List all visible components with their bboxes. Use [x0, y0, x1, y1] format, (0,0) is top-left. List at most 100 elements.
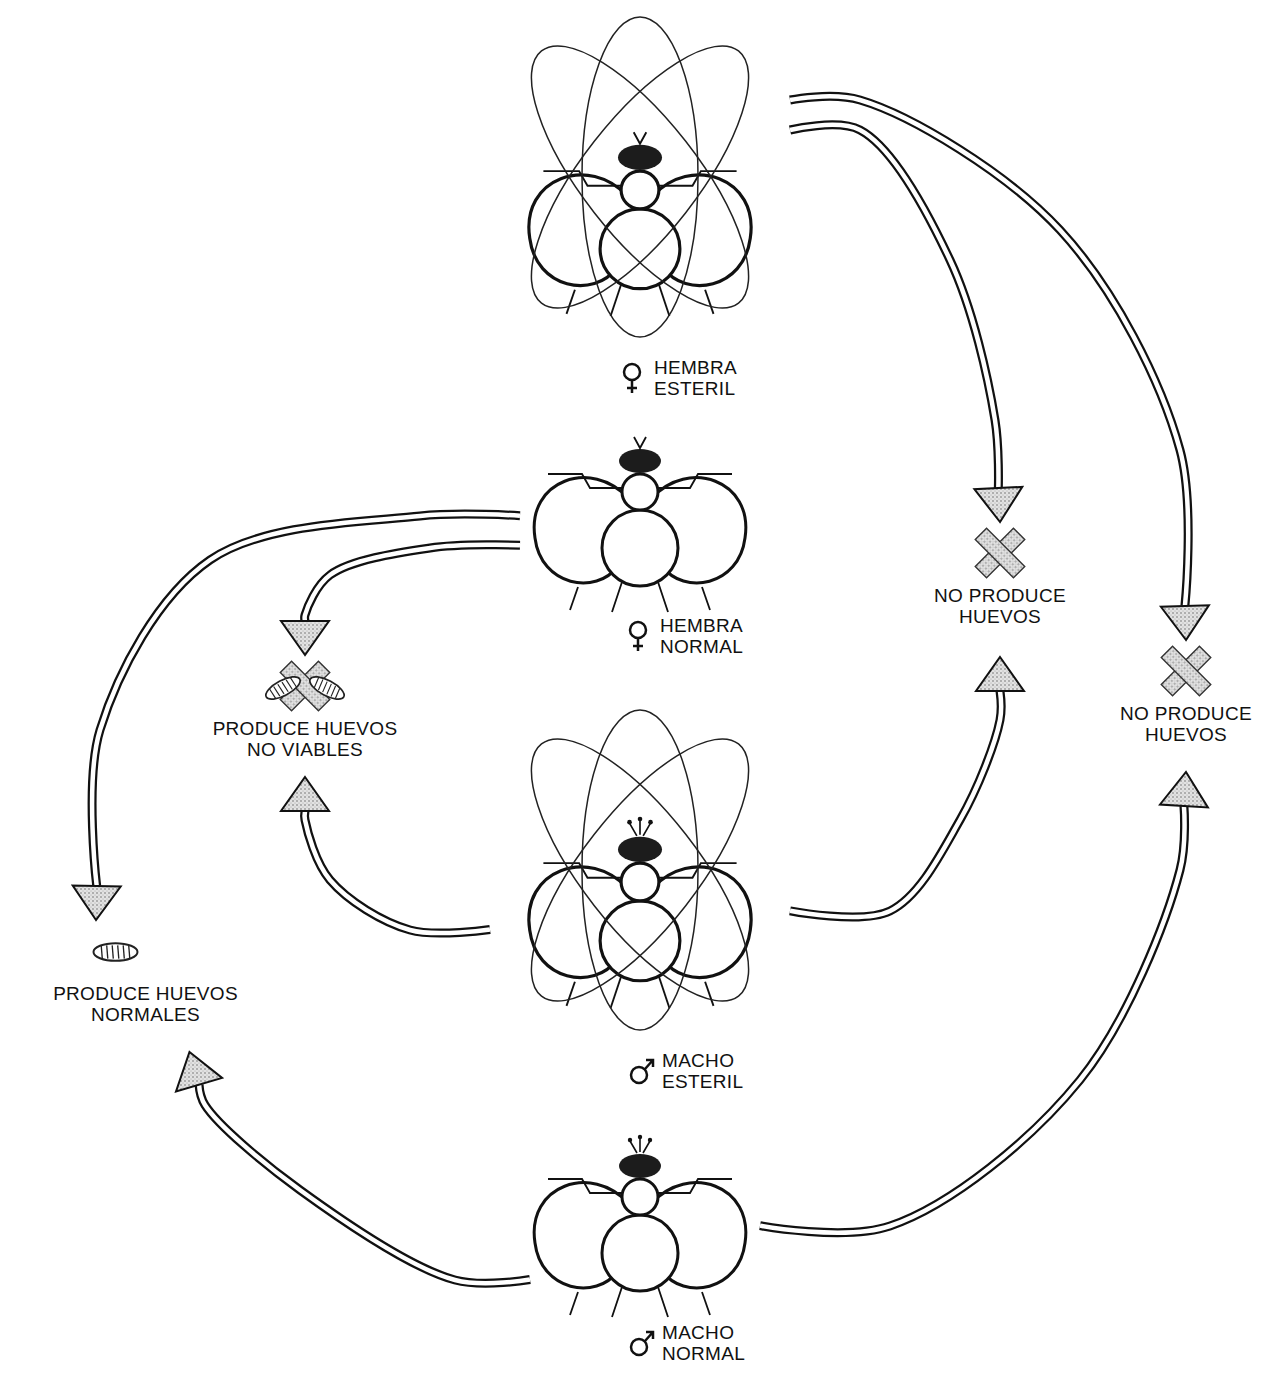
fly-label: HEMBRA NORMAL	[660, 616, 743, 657]
outcome-label: NO PRODUCE HUEVOS	[925, 586, 1075, 627]
larva-segment	[286, 679, 292, 690]
arrow-head	[1160, 772, 1208, 807]
arrow-head	[1161, 605, 1209, 640]
arrow-connector	[790, 125, 1022, 522]
arrow-outline	[305, 811, 490, 933]
arrow-outline	[790, 96, 1188, 606]
label-row: HEMBRA ESTERIL	[620, 358, 736, 399]
arrow-head	[974, 487, 1022, 522]
fly-antenna-tip	[627, 820, 632, 825]
fly-leg	[656, 1179, 732, 1193]
larva-segment	[274, 686, 280, 697]
fly-abdomen	[602, 1215, 678, 1291]
fly-head	[619, 1154, 661, 1178]
male-symbol	[631, 1339, 647, 1355]
outcome-box: PRODUCE HUEVOS NO VIABLES	[170, 655, 440, 777]
fly-leg	[702, 1292, 710, 1315]
fly-leg	[611, 285, 622, 317]
arrow-outline	[790, 125, 998, 488]
cross-mark	[975, 528, 1024, 577]
fly-leg	[658, 1287, 668, 1317]
fly-leg	[657, 171, 737, 186]
arrow-connector	[176, 1052, 530, 1283]
fly-antenna-tip	[648, 820, 653, 825]
arrow-head	[976, 657, 1024, 691]
arrow-core	[199, 1085, 530, 1284]
arrow-connector	[790, 96, 1209, 640]
larva	[94, 943, 138, 961]
fly-thorax	[621, 171, 659, 209]
fly-thorax	[621, 863, 659, 901]
fly-head	[618, 837, 662, 862]
female-symbol	[633, 638, 643, 651]
label-row: HEMBRA NORMAL	[626, 616, 743, 657]
male-symbol	[645, 1332, 653, 1341]
radiation-orbit	[496, 708, 784, 1032]
fly-thorax	[622, 1179, 658, 1215]
fly-figure: MACHO NORMAL	[530, 1135, 760, 1380]
arrow-outline	[790, 691, 1001, 917]
sex-symbol	[626, 620, 654, 654]
fly-antenna	[634, 132, 647, 144]
larva-segment	[330, 686, 336, 697]
arrow-core	[790, 125, 998, 488]
male-symbol	[631, 1067, 647, 1083]
outcome-label: PRODUCE HUEVOS NO VIABLES	[205, 719, 405, 760]
female-symbol	[627, 380, 637, 393]
arrow-core	[305, 811, 490, 933]
arrow-head	[281, 621, 329, 655]
male-symbol	[645, 1060, 653, 1069]
arrow-connector	[281, 777, 490, 933]
fly-abdomen	[600, 209, 680, 289]
fly-leg	[702, 587, 710, 610]
fly-label: MACHO ESTERIL	[662, 1051, 743, 1092]
fly-head	[619, 449, 661, 473]
outcome-box: NO PRODUCE HUEVOS	[1098, 640, 1274, 772]
fly-leg	[656, 474, 732, 488]
larva	[307, 672, 348, 703]
cross-mark	[1161, 646, 1210, 695]
fly-figure: HEMBRA ESTERIL	[490, 10, 790, 410]
fly-leg	[548, 1179, 624, 1193]
fly-leg	[548, 474, 624, 488]
fly-antenna-tip	[638, 817, 643, 822]
larva-segment	[112, 945, 113, 958]
fly-label: MACHO NORMAL	[662, 1323, 745, 1364]
larva-segment	[129, 945, 130, 958]
sex-symbol	[620, 362, 648, 396]
radiation-orbit	[496, 15, 784, 339]
cross-mark	[975, 528, 1024, 577]
fly-abdomen	[600, 901, 680, 981]
sex-symbol	[628, 1327, 656, 1361]
larva-segment	[318, 679, 324, 690]
fly-antenna	[634, 437, 646, 448]
radiation-orbit	[582, 17, 698, 337]
arrow-connector	[790, 657, 1024, 917]
arrow-head	[73, 886, 121, 921]
outcome-icon	[911, 524, 1089, 582]
fly-leg	[567, 290, 575, 314]
larva	[263, 672, 304, 703]
fly-head	[618, 145, 662, 170]
arrow-core	[305, 545, 520, 621]
larva-segment	[118, 945, 119, 958]
larva-segment	[278, 684, 284, 695]
arrow-outline	[199, 1085, 530, 1284]
fly-thorax	[622, 474, 658, 510]
sex-symbol	[628, 1055, 656, 1089]
fly-figure: HEMBRA NORMAL	[520, 430, 760, 675]
fly-label: HEMBRA ESTERIL	[654, 358, 736, 399]
fly-illustration	[490, 695, 790, 1110]
fly-leg	[543, 863, 623, 878]
label-row: MACHO ESTERIL	[628, 1051, 743, 1092]
fly-leg	[705, 982, 713, 1006]
larva-segment	[123, 945, 124, 958]
fly-leg	[659, 977, 670, 1009]
arrow-head	[281, 777, 329, 811]
outcome-box: PRODUCE HUEVOS NORMALES	[8, 920, 283, 1052]
fly-antenna	[630, 1138, 650, 1153]
radiation-orbit	[582, 710, 698, 1030]
outcome-icon	[14, 922, 277, 980]
arrow-connector	[281, 545, 520, 655]
